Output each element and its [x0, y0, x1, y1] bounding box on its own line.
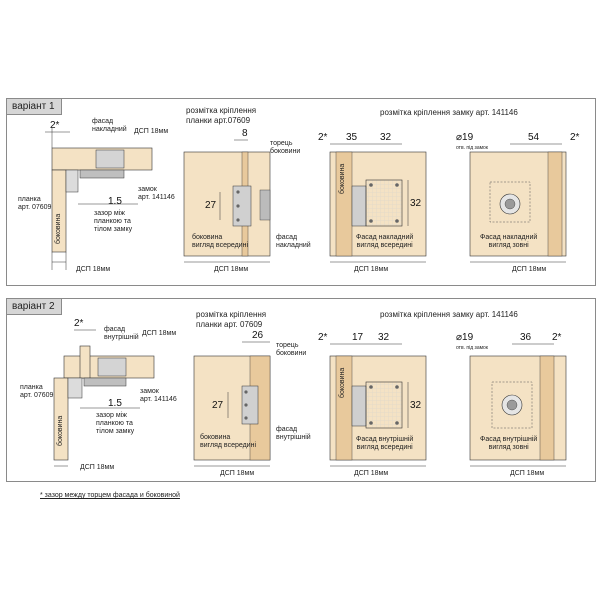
v2-lock-title: розмітка кріплення замку арт. 141146 — [380, 310, 518, 319]
v1-lock-in-label: Фасад накладний вигляд всередині — [356, 234, 414, 249]
v1-lock-out-gap: 2* — [570, 132, 580, 143]
v1-lock-in-dsp: ДСП 18мм — [354, 266, 389, 273]
v1-side-board — [51, 169, 67, 253]
v1-end-label: торець боковини — [270, 140, 301, 155]
v1-lock-out-dia: ⌀19 — [456, 132, 474, 143]
v1-side-view — [45, 128, 153, 270]
v2-side-board — [53, 377, 69, 461]
v2-lock-out-dsp: ДСП 18мм — [510, 470, 545, 477]
v1-dsp-top: ДСП 18мм — [134, 128, 169, 135]
v2-plate-label: планка арт. 07609 — [20, 384, 54, 399]
v1-plate-facade-label: фасад накладний — [276, 234, 311, 249]
v2-lock-in-label: Фасад внутрішній вигляд всередині — [356, 436, 414, 451]
v2-lock-out-label: Фасад внутрішній вигляд зовні — [480, 436, 538, 451]
v2-dsp-bottom: ДСП 18мм — [80, 464, 115, 471]
v2-lock-bolt — [83, 377, 127, 387]
v2-plate-mark-title: розмітка кріплення планки арт. 07609 — [196, 310, 267, 329]
v2-gap-note: зазор між планкою та тілом замку — [96, 412, 135, 435]
v1-lock-label: замок арт. 141146 — [138, 186, 175, 201]
v2-facade-label: фасад внутрішній — [104, 326, 139, 341]
v2-lock-out-view — [469, 343, 567, 467]
v2-lock-in-d2: 32 — [378, 332, 390, 343]
v2-side-view — [53, 329, 155, 467]
v1-lock-in-view — [329, 143, 427, 263]
v1-lock-out-view — [469, 143, 567, 263]
v1-lock-out-dia-note: отв. під замок — [456, 145, 488, 151]
v1-lock-in-d1: 35 — [346, 132, 358, 143]
v2-lock-out-dia-note: отв. під замок — [456, 345, 488, 351]
v1-side-bokovyna: боковина — [55, 213, 62, 244]
v1-lock-in-d2: 32 — [380, 132, 392, 143]
v2-plate-dim-side: 27 — [212, 400, 224, 411]
v2-lock-in-d1: 17 — [352, 332, 364, 343]
v1-plate-dsp: ДСП 18мм — [214, 266, 249, 273]
v2-lock-in-d3: 32 — [410, 400, 422, 411]
v1-plate-dim-top: 8 — [242, 128, 248, 139]
v1-gap-label: 2* — [50, 120, 60, 131]
v1-lock-in-gap: 2* — [318, 132, 328, 143]
v1-lock-bolt — [79, 169, 125, 179]
v1-lock-title: розмітка кріплення замку арт. 141146 — [380, 108, 518, 117]
v2-lock-in-dsp: ДСП 18мм — [354, 470, 389, 477]
v2-lock-out-d1: 36 — [520, 332, 532, 343]
v2-lock-in-bokovyna: боковина — [339, 367, 346, 398]
v2-end-label: торець боковини — [276, 342, 307, 357]
v2-plate — [67, 377, 83, 399]
variant-2-tag: варіант 2 — [7, 299, 62, 315]
v2-lock-label: замок арт. 141146 — [140, 388, 177, 403]
v2-lock-body — [97, 357, 127, 377]
v2-lock-in-view — [329, 343, 427, 467]
v2-side-bokovyna: боковина — [57, 415, 64, 446]
footnote: * зазор между торцем фасада и боковиной — [40, 492, 180, 499]
v2-dsp-top: ДСП 18мм — [142, 330, 177, 337]
v1-lock-in-d3: 32 — [410, 198, 422, 209]
v2-plate-mark-view — [193, 341, 271, 467]
v1-dsp-bottom: ДСП 18мм — [76, 266, 111, 273]
v1-facade-label: фасад накладний — [92, 118, 127, 133]
v1-inner-label: боковина вигляд всередині — [192, 234, 249, 249]
v2-lock-in-gap: 2* — [318, 332, 328, 343]
v1-gap-dim: 1.5 — [108, 196, 122, 207]
v1-plate-dim-side: 27 — [205, 200, 217, 211]
variant-2-panel: варіант 2 — [6, 298, 596, 482]
v1-lock-out-label: Фасад накладний вигляд зовні — [480, 234, 538, 249]
v1-lock-out-dsp: ДСП 18мм — [512, 266, 547, 273]
v2-lock-out-gap: 2* — [552, 332, 562, 343]
v1-lock-out-d1: 54 — [528, 132, 540, 143]
v2-plate-dsp: ДСП 18мм — [220, 470, 255, 477]
v2-plate-dim-top: 26 — [252, 330, 264, 341]
v2-lock-out-dia: ⌀19 — [456, 332, 474, 343]
v1-lock-in-bokovyna: боковина — [339, 163, 346, 194]
v2-plate-facade-label: фасад внутрішній — [276, 426, 311, 441]
variant-1-tag: варіант 1 — [7, 99, 62, 115]
v1-gap-note: зазор між планкою та тілом замку — [94, 210, 133, 233]
variant-1-panel: варіант 1 — [6, 98, 596, 286]
v1-plate-mark-title: розмітка кріплення планки арт.07609 — [186, 106, 257, 125]
v1-plate-mark-view — [183, 139, 271, 263]
v2-gap-label: 2* — [74, 318, 84, 329]
v1-lock-body — [95, 149, 125, 169]
v2-inner-label: боковина вигляд всередині — [200, 434, 257, 449]
v1-plate — [65, 169, 79, 193]
v2-gap-dim: 1.5 — [108, 398, 122, 409]
v1-plate-label: планка арт. 07609 — [18, 196, 52, 211]
